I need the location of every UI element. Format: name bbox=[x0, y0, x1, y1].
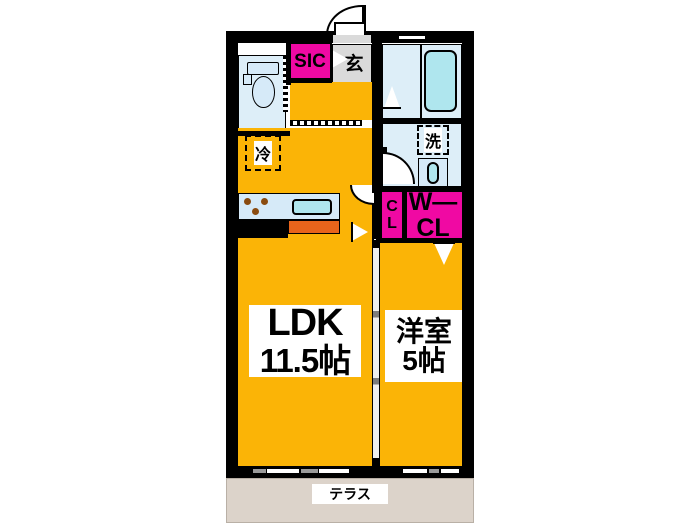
toilet-tank-icon bbox=[247, 62, 279, 75]
wall-cl-left-stub bbox=[376, 190, 382, 240]
bath-window-top bbox=[398, 35, 426, 40]
ldk-room bbox=[238, 128, 372, 466]
toilet-lever-icon bbox=[243, 74, 252, 85]
wall-left-exterior bbox=[226, 31, 238, 478]
bathroom-door-outline bbox=[383, 86, 401, 109]
walk-in-closet-label: W— CL bbox=[408, 188, 458, 242]
washer-space: 洗 bbox=[417, 125, 449, 155]
ldk-sash-b[interactable] bbox=[266, 468, 300, 474]
ldk-door-marker-outline bbox=[351, 222, 369, 242]
wall-bath-column-left bbox=[372, 41, 382, 131]
sic-label: SIC bbox=[294, 50, 326, 72]
walk-in-closet bbox=[404, 188, 464, 242]
entrance-top-opening bbox=[333, 35, 371, 43]
wall-sic-right bbox=[286, 41, 291, 85]
wall-right-exterior bbox=[462, 31, 474, 478]
entrance-door-leaf-top[interactable] bbox=[334, 22, 366, 35]
entrance-step-arrow-icon bbox=[332, 50, 348, 68]
bedroom-label: 洋室 5帖 bbox=[385, 310, 463, 382]
toilet-door[interactable] bbox=[283, 56, 288, 112]
ldk-sash-d[interactable] bbox=[318, 468, 350, 474]
hall-corridor bbox=[290, 82, 372, 120]
wall-between-closets bbox=[402, 190, 407, 240]
wall-toilet-bottom bbox=[236, 131, 290, 136]
wall-bath-washroom bbox=[380, 118, 464, 124]
closet-small-label: C L bbox=[386, 198, 398, 232]
bed-sash-b[interactable] bbox=[428, 468, 440, 474]
shoe-in-closet bbox=[288, 42, 332, 81]
entrance-door-jamb bbox=[362, 5, 366, 35]
hall-ldk-sliding-door[interactable] bbox=[290, 120, 362, 126]
bed-sash-a[interactable] bbox=[402, 468, 428, 474]
closet-small bbox=[379, 190, 405, 242]
refrigerator-space: 冷 bbox=[245, 135, 281, 171]
entrance-step-arrow-outline bbox=[331, 49, 349, 69]
terrace-label: テラス bbox=[312, 484, 388, 504]
bathtub-icon bbox=[424, 50, 457, 112]
wall-bath-column-left-2 bbox=[372, 131, 382, 193]
wall-washroom-bottom bbox=[380, 186, 464, 192]
bathroom-divider bbox=[420, 45, 422, 119]
kitchen-counter-front bbox=[288, 220, 340, 234]
ldk-name: LDK bbox=[267, 302, 343, 345]
kitchen-sink-icon bbox=[292, 199, 332, 215]
toilet-bowl-icon bbox=[252, 76, 275, 108]
ldk-door-marker-icon bbox=[352, 223, 368, 241]
washroom-door-jamb bbox=[381, 147, 387, 153]
kitchen-cabinet-block bbox=[238, 220, 288, 238]
bed-sash-c[interactable] bbox=[440, 468, 460, 474]
stove-burners-icon bbox=[241, 196, 279, 218]
ldk-label: LDK 11.5帖 bbox=[249, 302, 361, 379]
bedroom-name: 洋室 bbox=[395, 315, 452, 347]
ldk-size: 11.5帖 bbox=[259, 341, 351, 379]
refrigerator-label: 冷 bbox=[253, 141, 273, 165]
entrance-label: 玄 bbox=[344, 54, 364, 76]
wall-sic-bottom bbox=[288, 78, 332, 83]
wall-closets-bottom bbox=[380, 238, 464, 243]
partition-sliding-panel[interactable] bbox=[373, 248, 379, 458]
bedroom-closet-door-outline bbox=[433, 242, 455, 266]
bedroom-size: 5帖 bbox=[402, 345, 446, 376]
washer-label: 洗 bbox=[423, 128, 443, 152]
vanity-sink-icon bbox=[427, 162, 439, 184]
